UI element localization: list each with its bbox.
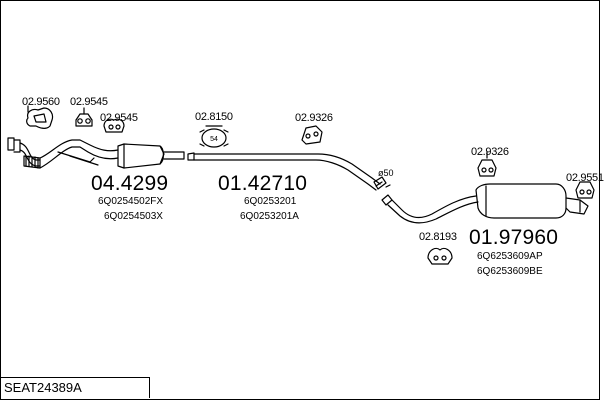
oem-number: 6Q0254503X (104, 211, 163, 222)
gasket-icon (26, 105, 54, 129)
oem-number: 6Q0253201 (244, 196, 297, 207)
clamp-size-label: 54 (210, 136, 218, 143)
accessory-number: 02.9326 (471, 146, 509, 158)
pipe-clamp-icon (199, 125, 229, 148)
middle-pipe-drawing (187, 152, 391, 191)
rubber-hanger-icon (477, 151, 497, 177)
rubber-hanger-icon (301, 125, 323, 145)
accessory-number: 02.9560 (22, 96, 60, 108)
accessory-number: 02.9545 (100, 112, 138, 124)
rubber-hanger-icon (575, 181, 595, 199)
rubber-hanger-icon (103, 118, 125, 133)
rubber-hanger-icon (75, 107, 93, 127)
accessory-number: 02.8150 (195, 111, 233, 123)
accessory-number: 02.9326 (295, 112, 333, 124)
oem-number: 6Q0254502FX (98, 196, 164, 207)
part-number-front-pipe: 04.4299 (91, 172, 169, 195)
part-number-rear-silencer: 01.97960 (469, 226, 559, 249)
accessory-number: 02.9551 (566, 172, 604, 184)
pipe-diameter-label: ø50 (378, 168, 394, 178)
front-pipe-drawing (7, 137, 185, 169)
oem-number: 6Q0253201A (240, 211, 299, 222)
part-number-middle-pipe: 01.42710 (218, 172, 308, 195)
oem-number: 6Q6253609AP (477, 251, 543, 262)
accessory-number: 02.8193 (419, 231, 457, 243)
rubber-hanger-icon (427, 247, 453, 265)
rear-silencer-drawing (381, 183, 589, 224)
diagram-title: SEAT24389A (0, 377, 150, 398)
oem-number: 6Q6253609BE (477, 266, 543, 277)
accessory-number: 02.9545 (70, 96, 108, 108)
